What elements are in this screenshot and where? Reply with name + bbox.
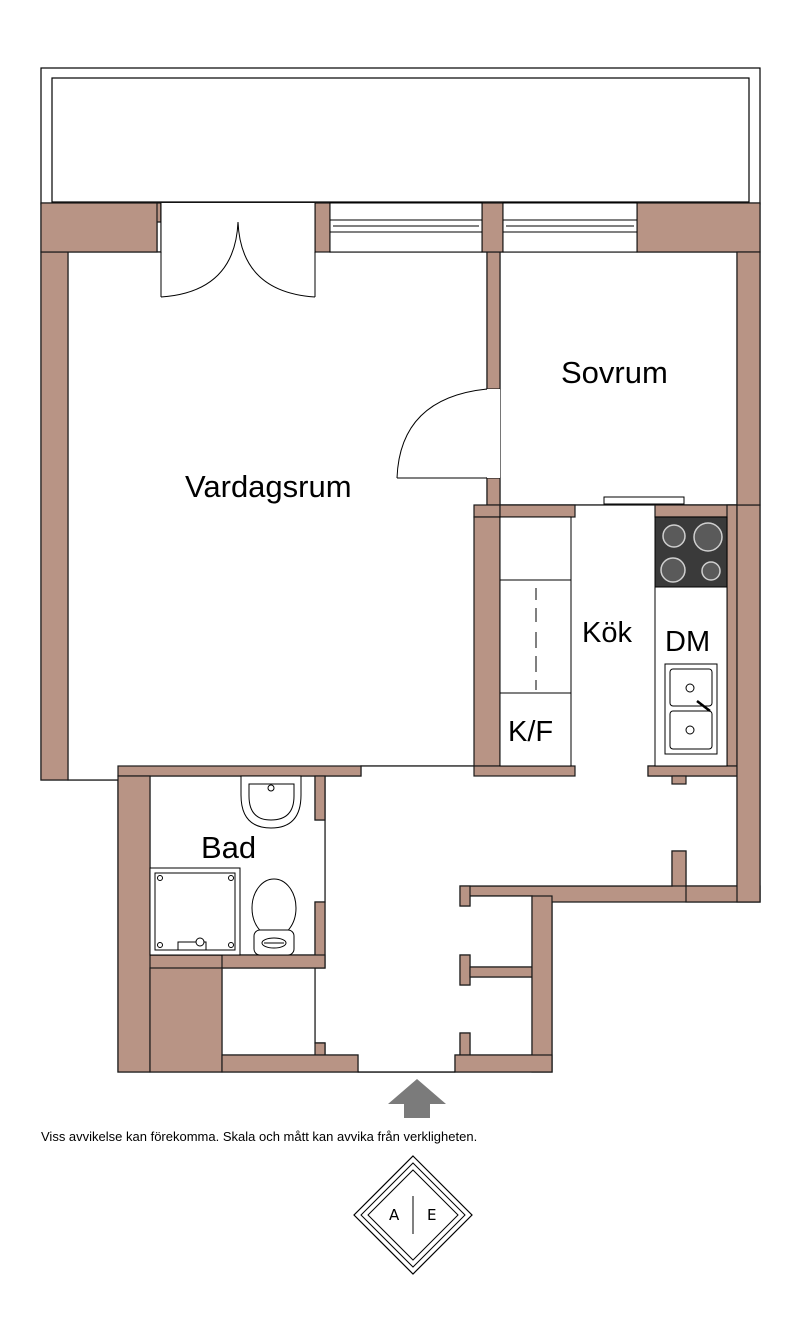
shower-icon (149, 867, 241, 956)
kitchen-sink-icon (664, 663, 718, 755)
disclaimer-text: Viss avvikelse kan förekomma. Skala och … (41, 1129, 478, 1144)
logo-letter-e: E (427, 1206, 436, 1224)
interior-walls (40, 202, 761, 1073)
closet-area (221, 967, 326, 1056)
room-label-kok: Kök (582, 617, 632, 649)
room-label-sovrum: Sovrum (561, 355, 668, 390)
double-door-icon (160, 203, 316, 298)
kitchen-counter-left (499, 516, 572, 767)
toilet-icon (251, 878, 297, 956)
windows (329, 202, 685, 505)
sink-icon (240, 775, 302, 829)
room-label-kf: K/F (508, 716, 553, 748)
logo-letter-a: A (389, 1206, 400, 1224)
entrance-arrow-icon (388, 1079, 446, 1118)
brand-logo-icon: A E (353, 1155, 473, 1275)
balcony (40, 67, 761, 205)
room-label-dm: DM (665, 626, 710, 658)
living-room-area (67, 202, 501, 821)
room-label-vardagsrum: Vardagsrum (185, 469, 352, 504)
swing-door-icon (396, 388, 500, 479)
room-label-bad: Bad (201, 830, 256, 865)
stove-icon (654, 516, 728, 588)
